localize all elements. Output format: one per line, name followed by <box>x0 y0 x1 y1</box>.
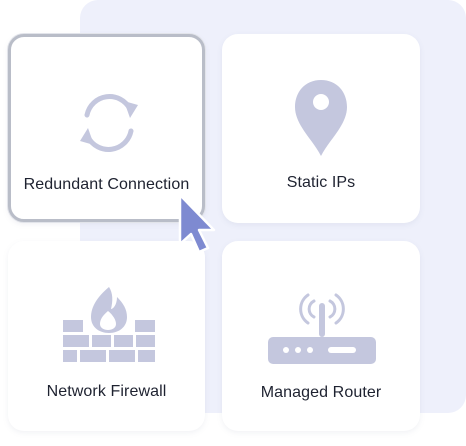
cursor-pointer-icon <box>178 193 216 254</box>
card-label: Static IPs <box>286 174 356 191</box>
card-label: Network Firewall <box>46 383 167 400</box>
card-static-ips[interactable]: Static IPs <box>222 34 420 223</box>
refresh-icon <box>80 94 138 152</box>
card-redundant-connection[interactable]: Redundant Connection <box>8 34 205 222</box>
router-icon <box>268 293 376 364</box>
card-managed-router[interactable]: Managed Router <box>222 241 420 431</box>
card-label: Managed Router <box>260 384 382 401</box>
location-pin-icon <box>295 80 347 156</box>
card-network-firewall[interactable]: Network Firewall <box>8 241 205 431</box>
firewall-icon <box>63 287 155 362</box>
card-label: Redundant Connection <box>23 176 190 193</box>
